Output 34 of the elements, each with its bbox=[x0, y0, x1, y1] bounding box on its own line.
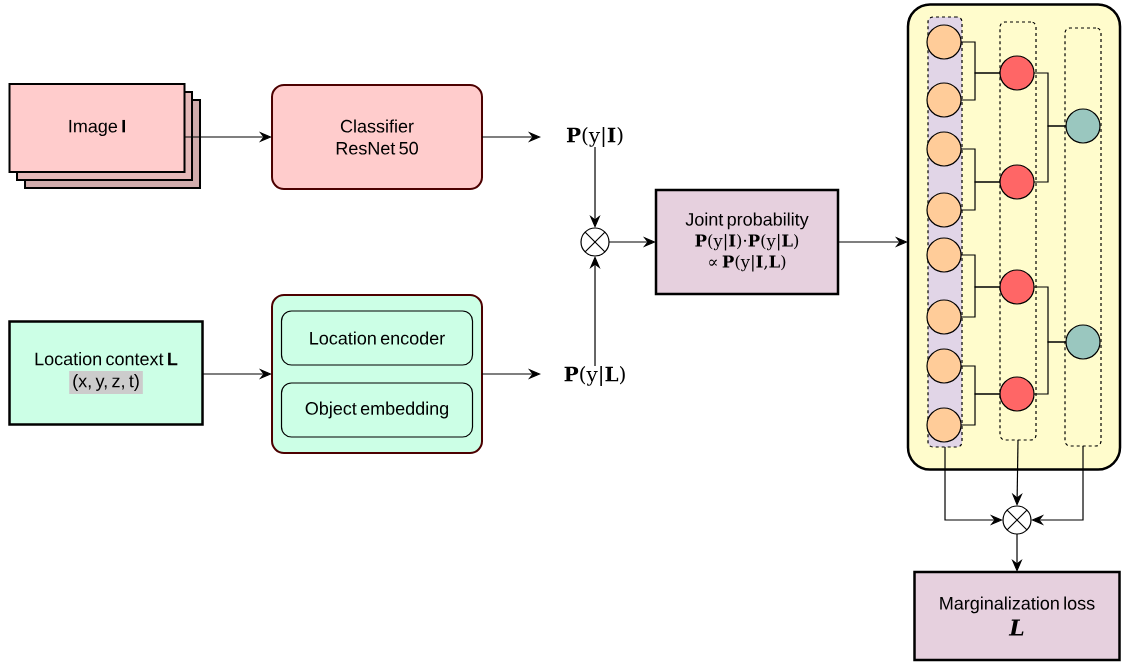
neuron-circle bbox=[926, 348, 962, 384]
neuron-circle bbox=[999, 55, 1035, 91]
connector-line bbox=[960, 72, 1001, 101]
connector-line bbox=[960, 286, 1001, 318]
probability-label: P(y|I) bbox=[566, 127, 623, 147]
connector-line bbox=[960, 181, 1001, 211]
neuron-circle bbox=[926, 192, 962, 228]
neuron-circle bbox=[926, 299, 962, 335]
probability-label: P(y|L) bbox=[564, 366, 625, 386]
neuron-circle bbox=[1065, 324, 1101, 360]
process-box: Classifier ResNet 50 bbox=[271, 84, 483, 190]
neuron-circle bbox=[926, 131, 962, 167]
product-symbol bbox=[580, 227, 610, 257]
neuron-circle bbox=[999, 164, 1035, 200]
arrow bbox=[1031, 445, 1084, 526]
layer-column bbox=[1064, 27, 1102, 447]
neuron-circle bbox=[999, 376, 1035, 412]
connector-line bbox=[960, 393, 1001, 426]
process-box: Joint probability P(y|I)·P(y|L) ∝ P(y|I,L) bbox=[654, 188, 840, 296]
neuron-circle bbox=[1065, 108, 1101, 144]
layer-column bbox=[999, 21, 1037, 441]
image-stack: Image I bbox=[8, 83, 201, 189]
neuron-circle bbox=[926, 237, 962, 273]
input-box: Location context L (x, y, z, t) bbox=[8, 320, 204, 426]
product-symbol bbox=[1002, 505, 1032, 535]
neuron-circle bbox=[926, 407, 962, 443]
loss-box: Marginalization loss L bbox=[913, 570, 1121, 662]
neuron-circle bbox=[999, 269, 1035, 305]
process-box: Location encoder bbox=[280, 310, 474, 366]
process-box: Object embedding bbox=[280, 382, 474, 438]
neuron-circle bbox=[926, 24, 962, 60]
connector-line bbox=[1033, 341, 1067, 395]
neuron-circle bbox=[926, 82, 962, 118]
connector-line bbox=[1033, 125, 1067, 183]
